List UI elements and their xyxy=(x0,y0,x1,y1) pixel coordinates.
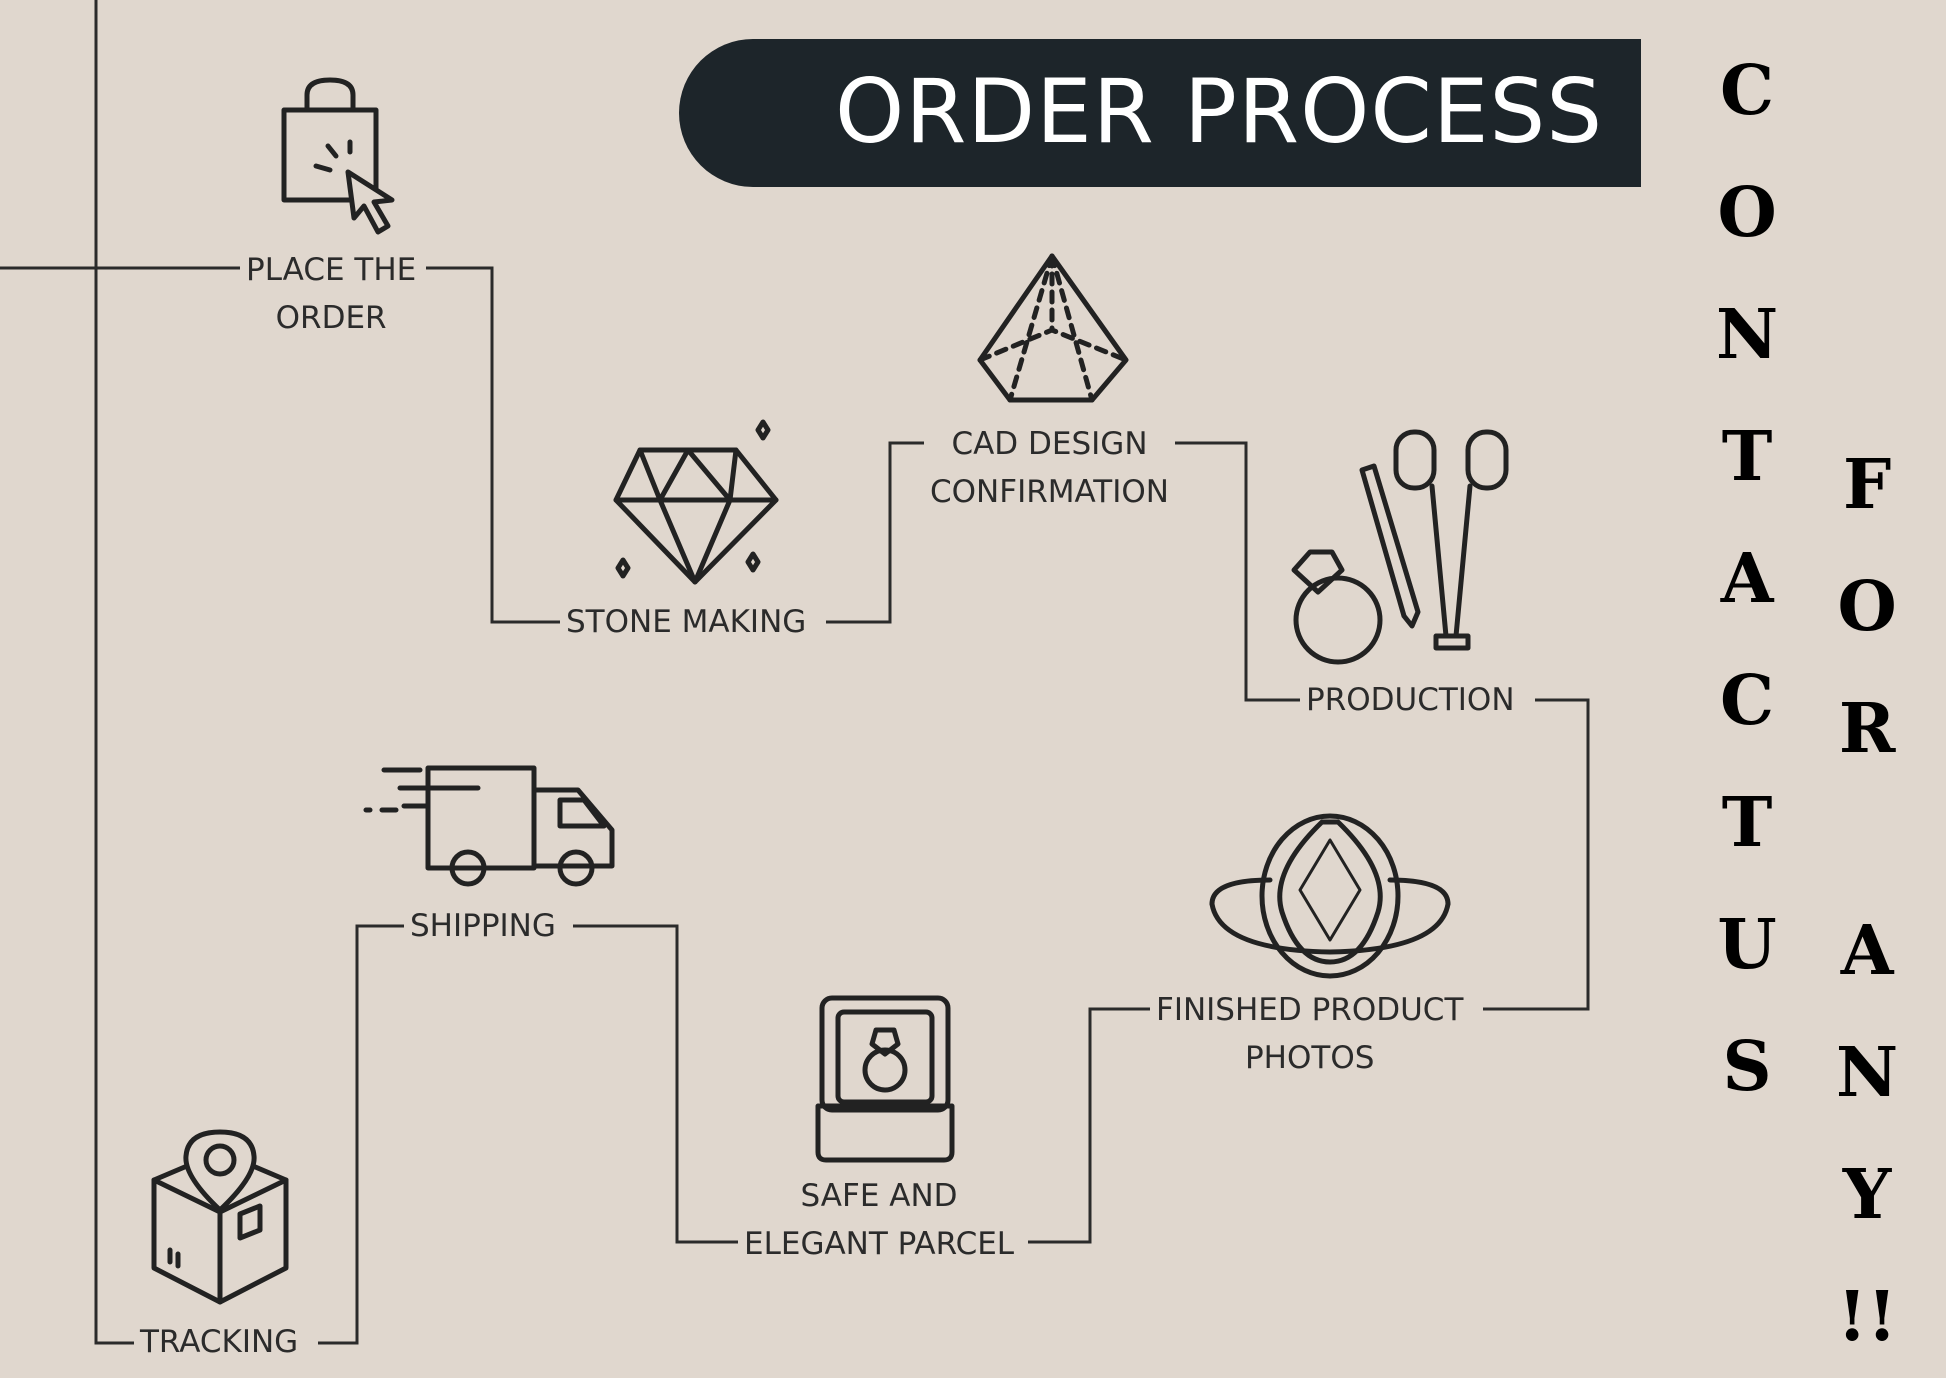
tracking-text: TRACKING xyxy=(140,1324,299,1360)
delivery-truck-icon xyxy=(363,765,615,887)
step-label-stone-making: STONE MAKING xyxy=(560,598,813,646)
step-label-finished-photos: FINISHED PRODUCT PHOTOS xyxy=(1150,986,1470,1082)
for-any-letter: N xyxy=(1836,1033,1899,1113)
stone-making-text: STONE MAKING xyxy=(566,604,807,640)
for-any-letter: F xyxy=(1842,445,1892,525)
contact-letter: O xyxy=(1717,173,1777,253)
contact-us-column: C O N T A C T U S xyxy=(1716,30,1778,1128)
shopping-bag-icon xyxy=(281,77,395,235)
production-text: PRODUCTION xyxy=(1306,682,1515,718)
step-label-tracking: TRACKING xyxy=(134,1318,305,1366)
ring-box-icon xyxy=(815,995,955,1163)
place-order-line2: ORDER xyxy=(275,300,387,336)
step-label-parcel: SAFE AND ELEGANT PARCEL xyxy=(738,1172,1021,1268)
connector-stone-cad xyxy=(826,441,955,624)
connector-shipping-tracking xyxy=(318,924,408,1345)
for-any-letter: R xyxy=(1838,689,1896,769)
step-label-shipping: SHIPPING xyxy=(404,902,562,950)
step-label-cad-design: CAD DESIGN CONFIRMATION xyxy=(924,420,1175,516)
jewelry-tools-icon xyxy=(1291,429,1509,665)
contact-letter: C xyxy=(1720,661,1775,741)
cad-design-line1: CAD DESIGN xyxy=(951,426,1148,462)
contact-letter: U xyxy=(1717,905,1777,985)
pyramid-gem-icon xyxy=(977,253,1129,403)
contact-letter: T xyxy=(1721,783,1773,863)
parcel-line1: SAFE AND xyxy=(800,1178,958,1214)
step-label-place-order: PLACE THE ORDER xyxy=(240,246,423,342)
place-order-line1: PLACE THE xyxy=(246,252,417,288)
cad-design-line2: CONFIRMATION xyxy=(930,474,1169,510)
shipping-text: SHIPPING xyxy=(410,908,556,944)
parcel-line2: ELEGANT PARCEL xyxy=(744,1226,1015,1262)
contact-letter: A xyxy=(1720,539,1774,619)
for-any-letter: A xyxy=(1840,911,1894,991)
step-label-production: PRODUCTION xyxy=(1300,676,1521,724)
finished-photos-line1: FINISHED PRODUCT xyxy=(1156,992,1464,1028)
for-any-letter: Y xyxy=(1842,1155,1892,1235)
contact-letter: N xyxy=(1716,295,1779,375)
location-box-icon xyxy=(151,1129,289,1305)
connector-photos-parcel xyxy=(1028,1007,1155,1244)
connector-production-photos xyxy=(1483,698,1590,1011)
finished-photos-line2: PHOTOS xyxy=(1244,1040,1375,1076)
page-title: ORDER PROCESS xyxy=(835,60,1604,163)
diamond-icon xyxy=(613,419,779,585)
for-any-letter: !! xyxy=(1837,1277,1897,1357)
for-any-column: F O R A N Y !! xyxy=(1836,424,1898,1378)
left-vertical-rule xyxy=(94,0,150,1345)
contact-letter: S xyxy=(1722,1027,1772,1107)
ring-icon xyxy=(1209,813,1451,979)
connector-parcel-shipping xyxy=(573,924,745,1244)
contact-letter: T xyxy=(1721,417,1773,497)
connector-cad-production xyxy=(1165,441,1306,702)
connector-order-stone xyxy=(426,266,565,624)
title-bar xyxy=(679,39,1641,187)
contact-letter: C xyxy=(1720,51,1775,131)
for-any-letter: O xyxy=(1837,567,1897,647)
